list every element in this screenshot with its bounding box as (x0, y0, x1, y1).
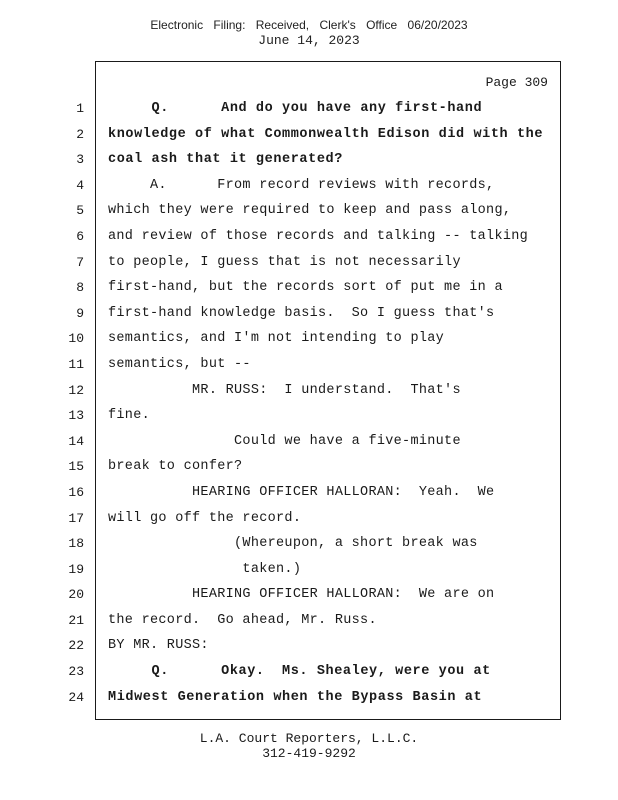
electronic-filing-stamp: Electronic Filing: Received, Clerk's Off… (150, 18, 468, 32)
transcript-line: Midwest Generation when the Bypass Basin… (108, 689, 483, 705)
transcript-line: taken.) (108, 561, 302, 577)
court-reporter-name: L.A. Court Reporters, L.L.C. (199, 731, 419, 746)
transcript-line: will go off the record. (108, 510, 302, 526)
transcript-line: HEARING OFFICER HALLORAN: We are on (108, 587, 495, 603)
line-number: 2 (76, 126, 84, 142)
line-number: 10 (68, 331, 84, 347)
text-lines: Q. And do you have any first-hand knowled… (108, 96, 550, 710)
line-number: 21 (68, 612, 84, 628)
line-number: 3 (76, 152, 84, 168)
hearing-date: June 14, 2023 (258, 33, 360, 48)
transcript-line: Q. And do you have any first-hand (108, 101, 483, 116)
transcript-line: Q. Okay. Ms. Shealey, were you at (108, 664, 491, 680)
line-number: 23 (68, 664, 84, 680)
document-footer: L.A. Court Reporters, L.L.C. 312-419-929… (0, 731, 618, 761)
line-number: 5 (76, 203, 84, 219)
transcript-line: first-hand knowledge basis. So I guess t… (108, 305, 495, 321)
transcript-box: Page 309 Q. And do you have any first-ha… (95, 61, 561, 720)
transcript-line: knowledge of what Commonwealth Edison di… (108, 126, 544, 142)
line-number: 18 (68, 536, 84, 552)
transcript-line: semantics, but -- (108, 356, 251, 372)
transcript-line: semantics, and I'm not intending to play (108, 331, 445, 347)
court-reporter-phone: 312-419-9292 (262, 746, 356, 761)
line-number: 13 (68, 408, 84, 424)
line-number: 1 (76, 101, 84, 116)
line-number: 14 (68, 433, 84, 449)
line-number: 17 (68, 510, 84, 526)
transcript-line: to people, I guess that is not necessari… (108, 254, 461, 270)
page-number-label: Page 309 (485, 75, 548, 90)
line-number: 7 (76, 254, 84, 270)
line-number: 6 (76, 228, 84, 244)
line-number: 11 (68, 356, 84, 372)
line-number: 12 (68, 382, 84, 398)
transcript-line: break to confer? (108, 459, 243, 475)
line-number: 8 (76, 280, 84, 296)
transcript-line: first-hand, but the records sort of put … (108, 280, 503, 296)
line-number: 16 (68, 484, 84, 500)
transcript-line: A. From record reviews with records, (108, 177, 495, 193)
transcript-line: BY MR. RUSS: (108, 638, 209, 654)
line-number: 19 (68, 561, 84, 577)
document-header: Electronic Filing: Received, Clerk's Off… (0, 18, 618, 48)
line-number: 15 (68, 459, 84, 475)
transcript-line: the record. Go ahead, Mr. Russ. (108, 612, 377, 628)
transcript-line: fine. (108, 408, 151, 424)
transcript-line: MR. RUSS: I understand. That's (108, 382, 461, 398)
line-number: 20 (68, 587, 84, 603)
transcript-line: HEARING OFFICER HALLORAN: Yeah. We (108, 484, 495, 500)
line-number: 9 (76, 305, 84, 321)
line-number: 4 (76, 177, 84, 193)
transcript-line: coal ash that it generated? (108, 152, 343, 168)
transcript-line: Could we have a five-minute (108, 433, 461, 449)
line-number: 24 (68, 689, 84, 705)
transcript-line: (Whereupon, a short break was (108, 536, 478, 552)
transcript-line: which they were required to keep and pas… (108, 203, 512, 219)
transcript-line: and review of those records and talking … (108, 228, 529, 244)
line-number: 22 (68, 638, 84, 654)
